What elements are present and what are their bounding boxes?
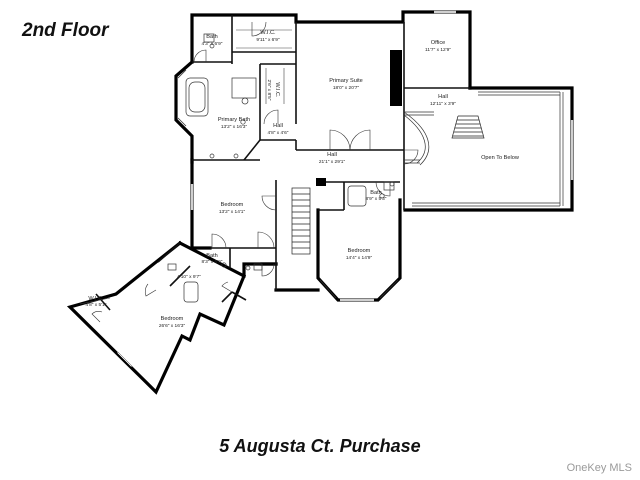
window-lines [117,11,573,367]
fireplace [390,50,402,106]
bath-top-dim: 4'3" x 6'9" [202,41,223,47]
primary-bath-name: Primary Bath [218,117,250,123]
exterior-walls [66,10,574,395]
hall-office-name: Hall [438,94,448,100]
wall-primary-top [190,10,472,90]
bathtub-primary [185,77,209,117]
shower-primary [231,77,257,99]
wall-primary-left [174,59,195,164]
bath-top-name: Bath [206,34,218,40]
bath-lower-dim: 8'3" x 5'9" [202,259,223,265]
wic-lower-name: W.I.C. [88,296,104,302]
office-name: Office [431,40,446,46]
open-to-below-name: Open To Below [481,155,520,161]
watermark: OneKey MLS [566,462,632,474]
door-swings [91,21,419,323]
staircase-open [451,115,485,139]
wall-large-bedroom [66,240,247,395]
hall-main-name: Hall [327,152,337,158]
room-labels: Bath 4'3" x 6'9" W.I.C. 9'11" x 6'9" W.I… [86,30,520,329]
bath-lower-name: Bath [206,253,218,259]
primary-suite-name: Primary Suite [329,78,363,84]
staircase-main [291,187,311,255]
bay-windows [177,69,399,299]
bedroom-large-dim: 26'6" x 16'3" [159,323,186,329]
wic-side-dim: 2'6" x 8'5" [266,80,272,101]
floor-label: 2nd Floor [22,20,109,41]
bedroom-right-dim: 14'4" x 14'9" [346,255,373,261]
chimney-pillar [316,178,326,186]
wic-primary-name: W.I.C. [260,30,276,36]
wic-lower-dim: 4'8" x 5'1" [86,302,107,308]
wic-primary-dim: 9'11" x 6'9" [256,37,280,43]
railings [403,91,564,207]
hall-office-dim: 12'11" x 3'9" [430,101,456,107]
hall-small-dim: 4'8" x 4'6" [268,130,289,136]
bedroom-left-dim: 13'2" x 14'1" [219,209,246,215]
bath-center-name: Bath [370,190,382,196]
closet-rods [79,29,292,305]
primary-suite-dim: 18'0" x 20'7" [333,85,360,91]
property-address: 5 Augusta Ct. Purchase [219,436,421,456]
bedroom-large-name: Bedroom [161,316,184,322]
bedroom-right-name: Bedroom [348,248,371,254]
hall-small-name: Hall [273,123,283,129]
bath-lower-b-dim: 4'10" x 9'7" [177,274,201,280]
primary-bath-dim: 13'2" x 16'3" [221,124,248,130]
bathtub-lower [183,281,199,303]
bath-center-dim: 8'9" x 5'3" [366,196,387,202]
wic-side-name: W.I.C. [274,82,280,98]
fixtures [167,33,395,303]
bathtub-center [347,185,367,207]
interior-walls [95,15,470,311]
bedroom-left-name: Bedroom [221,202,244,208]
office-dim: 11'7" x 12'9" [425,47,451,53]
hall-main-dim: 21'1" x 29'1" [319,159,346,165]
